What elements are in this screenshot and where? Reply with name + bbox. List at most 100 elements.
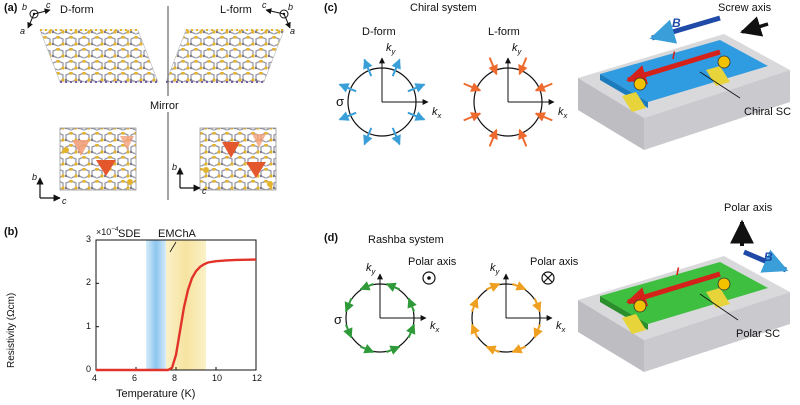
spin-arrow [407,111,426,121]
amber-spin-arrows [469,281,543,355]
spin-arrow [407,83,426,93]
d-b-label: B [764,250,773,264]
d-form-diagram [338,57,429,146]
chiral-system-title: Chiral system [410,2,477,14]
polar-device [578,219,790,372]
axes-top-left [27,8,51,29]
spin-arrow [386,345,401,355]
spin-arrow [511,344,526,354]
axes-bottom-right [176,167,201,192]
d-kx-2: kx [556,320,566,335]
rashba-out-diagram [343,271,436,355]
y-tick-label: 2 [86,277,92,288]
spin-arrow [391,58,401,77]
panel-a [27,6,291,202]
crystal-d-form-top [39,29,159,83]
spin-arrow [407,297,417,312]
band-emcha [166,240,206,370]
mirror-label: Mirror [150,100,179,112]
spin-arrow [406,323,416,338]
x-tick-label: 10 [212,373,223,383]
y-tick-label: 0 [86,364,92,374]
crystal-l-form-top [165,29,285,83]
l-form-spin-arrows [463,57,553,147]
screw-axis-arrow [739,16,769,37]
b-field-arrow-polar [743,249,789,273]
d-form-spin-arrows [338,58,426,146]
axis-a-tl: a [20,26,26,36]
axis-b-tr: b [288,2,294,12]
d-form-title: D-form [60,4,94,16]
axis-b-tl: b [22,2,28,12]
current-arrow-polar [626,271,721,307]
y-tick-label: 3 [86,234,92,244]
axes-top-right [265,8,291,29]
spin-arrow [488,128,498,147]
emcha-label: EMChA [158,228,196,240]
spin-arrow [488,57,498,76]
spin-arrow [532,298,542,313]
spin-arrow [485,345,500,355]
c-ky-1: ky [386,42,396,57]
y-multiplier: ×10−4 [96,226,119,237]
resistivity-series-line [96,258,257,372]
resistivity-chart [95,239,257,372]
spin-arrow [463,112,482,122]
screw-axis-label: Screw axis [718,2,772,14]
current-arrow [626,49,721,85]
spin-arrow [518,57,528,76]
spin-arrow [359,281,374,291]
axis-c-bl: c [62,196,67,206]
x-tick-label: 4 [92,373,98,383]
panel-b-label: (b) [4,226,19,238]
axes-bottom-left [36,177,61,202]
c-sigma-label: σ [336,94,345,109]
spin-arrow [363,58,373,77]
axis-c-tl: c [46,0,51,10]
chiral-sc-label: Chiral SC [744,106,792,118]
spin-arrow [512,281,527,291]
polar-axis-out-label: Polar axis [408,256,457,268]
panel-d [343,219,790,372]
spin-arrow [391,127,401,146]
x-tick-label: 12 [252,373,263,383]
spin-arrow [518,128,528,147]
spin-arrow [338,111,357,121]
rashba-system-title: Rashba system [368,234,444,246]
x-axis-label: Temperature (K) [116,388,196,400]
spin-arrow [486,282,501,292]
green-spin-arrows [343,281,417,355]
chiral-sc-pointer [699,71,741,99]
panel-c-label: (c) [324,2,338,14]
dot-symbol-icon [422,271,436,285]
crystal-l-form-bottom [199,127,277,191]
d-sigma-label: σ [334,312,343,327]
x-tick-label: 6 [132,373,138,383]
spin-arrow [344,298,354,313]
spin-arrow [470,323,480,338]
polar-axis-in-label: Polar axis [530,256,579,268]
polar-axis-label: Polar axis [724,202,773,214]
spin-arrow [463,82,482,92]
c-ky-2: ky [512,42,522,57]
d-current-label: I [676,266,680,278]
c-b-label: B [672,16,681,30]
panel-c [338,15,790,150]
axis-b-bl: b [32,172,38,182]
spin-arrow [363,127,373,146]
sde-label: SDE [118,228,141,240]
d-kx-1: kx [430,320,440,335]
polar-sc-label: Polar SC [736,328,781,340]
c-l-form-label: L-form [488,26,520,38]
x-tick-label: 8 [172,373,178,383]
c-kx-2: kx [558,106,568,121]
l-form-diagram [463,57,555,147]
polar-sc-pointer [699,293,739,321]
c-current-label: I [672,50,676,62]
b-field-arrow [649,15,721,44]
crystal-d-form-bottom [59,127,137,191]
spin-arrow [360,344,375,354]
spin-arrow [338,83,357,93]
axis-c-br: c [202,186,207,196]
